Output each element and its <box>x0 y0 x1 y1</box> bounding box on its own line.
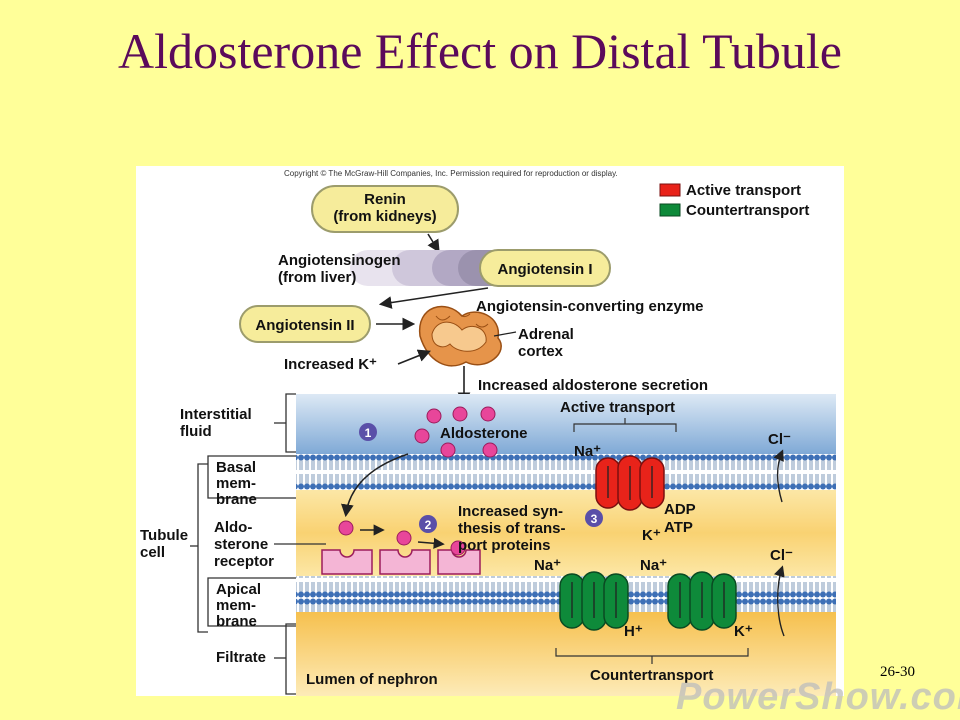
receptor-label: Aldo- <box>214 519 252 536</box>
interstitial-fluid-sublabel: fluid <box>180 423 212 440</box>
apical-membrane-label: Apical <box>216 581 261 598</box>
h-bottom-label: H⁺ <box>624 623 643 640</box>
adp-label: ADP <box>664 501 696 518</box>
cl-bottom-arrow <box>774 565 785 637</box>
step-2-marker <box>419 515 437 533</box>
apical-membrane-sublabel-2: brane <box>216 613 257 630</box>
k-bottom-label: K⁺ <box>734 623 753 640</box>
aldosterone-molecules <box>414 406 498 458</box>
watermark-logo: PowerShow.com <box>676 676 960 718</box>
copyright-notice: Copyright © The McGraw-Hill Companies, I… <box>284 169 618 178</box>
synthesis-sublabel: thesis of trans- <box>458 520 566 537</box>
filtrate-label: Filtrate <box>216 649 266 666</box>
renin-pill <box>311 185 459 233</box>
angiotensin-ii-pill <box>239 305 371 343</box>
slide-number: 26-30 <box>880 664 915 680</box>
countertransport-label: Countertransport <box>590 667 713 684</box>
step-3-marker <box>585 509 603 527</box>
lumen-label: Lumen of nephron <box>306 671 438 688</box>
apical-membrane-sublabel: mem- <box>216 597 256 614</box>
adrenal-gland <box>419 305 502 367</box>
aldosterone-receptors <box>321 520 481 575</box>
aldosterone-label: Aldosterone <box>440 425 528 442</box>
receptor-sublabel: sterone <box>214 536 268 553</box>
step-2-number: 2 <box>425 518 432 532</box>
countertransport-bracket <box>555 648 749 664</box>
aldosterone-secretion-label: Increased aldosterone secretion <box>478 377 708 394</box>
adrenal-pointer <box>493 331 517 337</box>
receptor-sublabel-2: receptor <box>214 553 274 570</box>
cl-bottom-label: Cl⁻ <box>770 547 793 564</box>
adrenal-label: Adrenal <box>518 326 574 343</box>
counter-flow-arrows <box>571 582 725 618</box>
basal-membrane-sublabel: mem- <box>216 475 256 492</box>
angiotensin-i-pill <box>479 249 611 287</box>
slide-title: Aldosterone Effect on Distal Tubule <box>118 23 842 79</box>
legend-active-label: Active transport <box>686 182 801 199</box>
aldosterone-entry-arrow <box>341 453 409 518</box>
legend-counter-label: Countertransport <box>686 202 809 219</box>
na-bottom-right-label: Na⁺ <box>640 557 667 574</box>
interstitial-fluid-label: Interstitial <box>180 406 252 423</box>
synthesis-sublabel-2: port proteins <box>458 537 551 554</box>
angiotensin-i-label: Angiotensin I <box>498 261 593 278</box>
active-transport-label: Active transport <box>560 399 675 416</box>
aldosterone-diagram: Copyright © The McGraw-Hill Companies, I… <box>136 166 844 696</box>
renin-source: (from kidneys) <box>333 208 436 225</box>
renin-label: Renin <box>364 191 406 208</box>
angiotensin-i-arrow <box>378 287 489 309</box>
increased-k-arrow <box>397 349 431 365</box>
legend-active-swatch <box>659 183 681 197</box>
layer-brackets <box>190 393 326 695</box>
active-transport-bracket <box>573 418 677 432</box>
tubule-cell-sublabel: cell <box>140 544 165 561</box>
atp-label: ATP <box>664 519 693 536</box>
angiotensinogen-source: (from liver) <box>278 269 356 286</box>
legend-counter-swatch <box>659 203 681 217</box>
binding-arrow-2 <box>417 537 445 549</box>
adrenal-sublabel: cortex <box>518 343 564 360</box>
k-top-label: K⁺ <box>642 527 661 544</box>
basal-membrane <box>296 454 836 490</box>
cl-top-label: Cl⁻ <box>768 431 791 448</box>
interstitial-fluid-region <box>296 394 836 454</box>
basal-membrane-label: Basal <box>216 459 256 476</box>
legend: Active transport Countertransport <box>659 182 809 219</box>
na-top-label: Na⁺ <box>574 443 601 460</box>
pump-flow-arrows <box>607 466 653 500</box>
step-1-marker <box>359 423 377 441</box>
step-1-number: 1 <box>365 426 372 440</box>
tubule-cell-label: Tubule <box>140 527 188 544</box>
angiotensinogen-label: Angiotensinogen <box>278 252 401 269</box>
na-bottom-left-label: Na⁺ <box>534 557 561 574</box>
step-3-number: 3 <box>591 512 598 526</box>
cl-top-arrow <box>773 449 784 503</box>
ace-label: Angiotensin-converting enzyme <box>476 298 704 315</box>
renin-arrow <box>427 233 440 253</box>
increased-k-label: Increased K⁺ <box>284 356 377 373</box>
basal-membrane-sublabel-2: brane <box>216 491 257 508</box>
tubule-cell-region <box>296 490 836 576</box>
synthesis-label: Increased syn- <box>458 503 563 520</box>
angiotensin-ii-label: Angiotensin II <box>255 317 354 334</box>
